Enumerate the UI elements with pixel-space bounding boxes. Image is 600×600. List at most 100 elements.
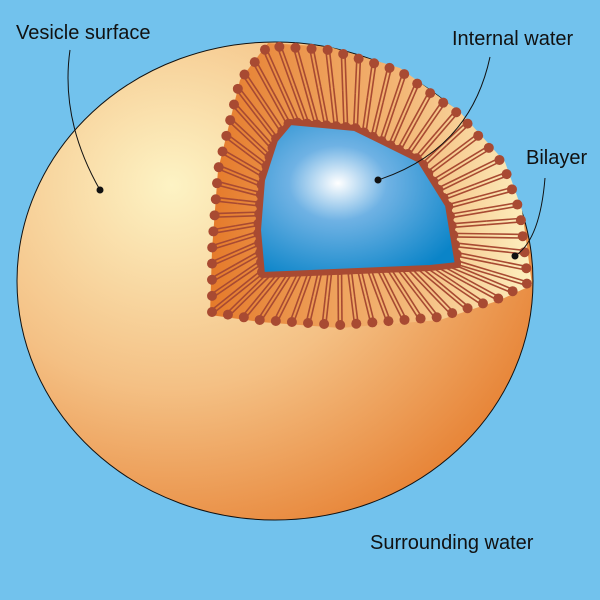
lipid-tail bbox=[244, 295, 265, 319]
lipid-tail bbox=[415, 292, 436, 319]
lipid-tail bbox=[483, 205, 518, 213]
lipid-tail bbox=[238, 87, 260, 114]
lipid-tail bbox=[455, 242, 491, 248]
lipid-tail bbox=[405, 291, 423, 319]
lipid-tail bbox=[479, 275, 514, 291]
lipid-tail bbox=[490, 273, 527, 287]
lipid-tail bbox=[358, 58, 362, 94]
lipid-tail bbox=[261, 103, 282, 133]
lipid-tail bbox=[352, 93, 357, 129]
lipid-tail bbox=[486, 217, 521, 222]
label-internal-water: Internal water bbox=[452, 28, 574, 50]
lipid-tail bbox=[212, 279, 239, 299]
lipid-tail bbox=[479, 186, 512, 197]
lipid-head bbox=[399, 314, 410, 325]
lipid-tail bbox=[345, 90, 349, 128]
lipid-tail bbox=[426, 152, 453, 173]
lipid-tail bbox=[483, 201, 518, 210]
lipid-tail bbox=[404, 84, 420, 116]
lipid-tail bbox=[456, 255, 492, 264]
lipid-tail bbox=[402, 293, 420, 320]
lipid-tail bbox=[278, 86, 297, 124]
lipid-head bbox=[221, 130, 232, 141]
lipid-tail bbox=[475, 175, 508, 189]
lipid-tail bbox=[455, 282, 485, 303]
lipid-head bbox=[451, 107, 462, 118]
lipid-head bbox=[447, 308, 458, 319]
lipid-tail bbox=[387, 113, 403, 146]
lipid-head bbox=[369, 58, 380, 69]
lipid-tail bbox=[466, 282, 498, 301]
lipid-tail bbox=[417, 135, 439, 160]
lipid-tail bbox=[395, 268, 417, 294]
leader-bilayer bbox=[514, 177, 546, 257]
lipid-head bbox=[238, 312, 249, 323]
lipid-tail bbox=[447, 195, 480, 206]
lipid-head bbox=[521, 278, 532, 289]
lipid-tail bbox=[438, 175, 471, 193]
lipid-tail bbox=[308, 49, 319, 88]
lipid-tail bbox=[454, 245, 490, 252]
lipid-head bbox=[384, 62, 395, 73]
lipid-tail bbox=[210, 276, 236, 296]
lipid-tail bbox=[325, 49, 331, 89]
lipid-head bbox=[222, 309, 233, 320]
lipid-tail bbox=[370, 63, 377, 99]
lipid-head bbox=[515, 215, 526, 226]
lipid-tail bbox=[391, 114, 407, 147]
lipid-tail bbox=[487, 236, 523, 239]
lipid-head bbox=[477, 298, 488, 309]
lipid-head bbox=[519, 247, 530, 258]
lipid-tail bbox=[459, 145, 489, 164]
lipid-tail bbox=[212, 292, 239, 315]
lipid-tail bbox=[332, 87, 339, 127]
lipid-tail bbox=[453, 285, 483, 306]
label-surrounding-water: Surrounding water bbox=[370, 532, 534, 554]
lipid-tail bbox=[210, 289, 237, 312]
lipid-tail bbox=[280, 45, 296, 85]
lipid-tail bbox=[276, 47, 293, 87]
lipid-tail bbox=[303, 86, 316, 126]
lipid-tail bbox=[232, 105, 253, 128]
lipid-tail bbox=[428, 155, 455, 176]
lipid-tail bbox=[453, 236, 488, 239]
lipid-head bbox=[259, 44, 270, 55]
lipid-tail bbox=[370, 101, 381, 137]
lipid-tail bbox=[443, 186, 477, 201]
lipid-tail bbox=[489, 245, 525, 252]
lipid-tail bbox=[328, 49, 335, 88]
lipid-tail bbox=[257, 112, 279, 139]
lipid-tail bbox=[408, 128, 428, 156]
lipid-tail bbox=[396, 120, 414, 150]
lipid-tail bbox=[254, 124, 275, 147]
lipid-tail bbox=[474, 171, 507, 186]
lipid-tail bbox=[456, 259, 493, 272]
lipid-tail bbox=[378, 67, 389, 103]
lipid-tail bbox=[392, 292, 407, 320]
lipid-tail bbox=[290, 85, 307, 125]
leader-internal-water bbox=[377, 56, 491, 181]
lipid-tail bbox=[329, 88, 336, 127]
lipid-tail bbox=[393, 74, 407, 109]
lipid-tail bbox=[341, 90, 345, 128]
lipid-tail bbox=[405, 267, 430, 292]
lipid-tail bbox=[272, 91, 291, 124]
lipid-head bbox=[212, 178, 223, 189]
lipid-tail bbox=[414, 133, 436, 158]
lipid-head bbox=[239, 69, 250, 80]
lipid-head bbox=[319, 319, 330, 330]
lipid-tail bbox=[365, 98, 372, 133]
lipid-head bbox=[229, 99, 240, 110]
lipid-tail bbox=[264, 101, 285, 131]
lipid-head bbox=[431, 312, 442, 323]
lipid-tail bbox=[257, 294, 275, 320]
lipid-head bbox=[232, 83, 243, 94]
lipid-tail bbox=[490, 262, 527, 271]
lipid-tail bbox=[415, 93, 433, 123]
lipid-tail bbox=[449, 207, 484, 216]
lipid-tail bbox=[282, 85, 300, 123]
lipid-tail bbox=[234, 102, 256, 126]
lipid-tail bbox=[399, 121, 417, 151]
lipid-head bbox=[517, 231, 528, 242]
